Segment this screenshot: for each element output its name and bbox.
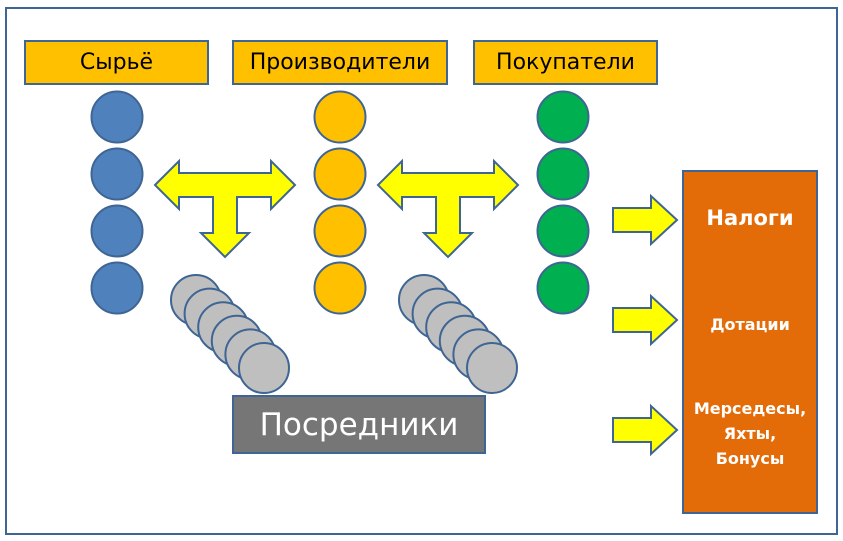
diagram-frame xyxy=(5,7,838,535)
perk-line: Мерседесы, xyxy=(693,399,807,418)
buyer-circle xyxy=(536,204,590,258)
raw-material-circle xyxy=(90,90,144,144)
split-arrow-icon xyxy=(376,158,520,259)
raw-material-circle xyxy=(90,147,144,201)
perk-line: Бонусы xyxy=(715,449,785,468)
header-buyers: Покупатели xyxy=(473,40,658,85)
buyer-circle xyxy=(536,147,590,201)
intermediaries-box: Посредники xyxy=(232,395,486,454)
perk-line: Яхты, xyxy=(723,424,777,443)
producer-circle xyxy=(313,90,367,144)
producer-circle xyxy=(313,261,367,315)
buyer-circle xyxy=(536,90,590,144)
intermediary-circle xyxy=(466,342,518,394)
right-arrow-icon xyxy=(612,293,679,347)
intermediary-circle xyxy=(238,342,290,394)
right-arrow-icon xyxy=(612,403,679,457)
sink-taxes-label: Налоги xyxy=(706,206,794,230)
right-arrow-icon xyxy=(612,193,679,247)
sink-perks-label: Мерседесы, Яхты, Бонусы xyxy=(684,396,816,471)
sink-box: Налоги Дотации Мерседесы, Яхты, Бонусы xyxy=(682,170,818,514)
split-arrow-icon xyxy=(153,158,297,259)
sink-subsidies-label: Дотации xyxy=(710,315,790,334)
producer-circle xyxy=(313,204,367,258)
producer-circle xyxy=(313,147,367,201)
raw-material-circle xyxy=(90,261,144,315)
header-raw-materials: Сырьё xyxy=(24,40,209,85)
raw-material-circle xyxy=(90,204,144,258)
header-producers: Производители xyxy=(232,40,448,85)
buyer-circle xyxy=(536,261,590,315)
